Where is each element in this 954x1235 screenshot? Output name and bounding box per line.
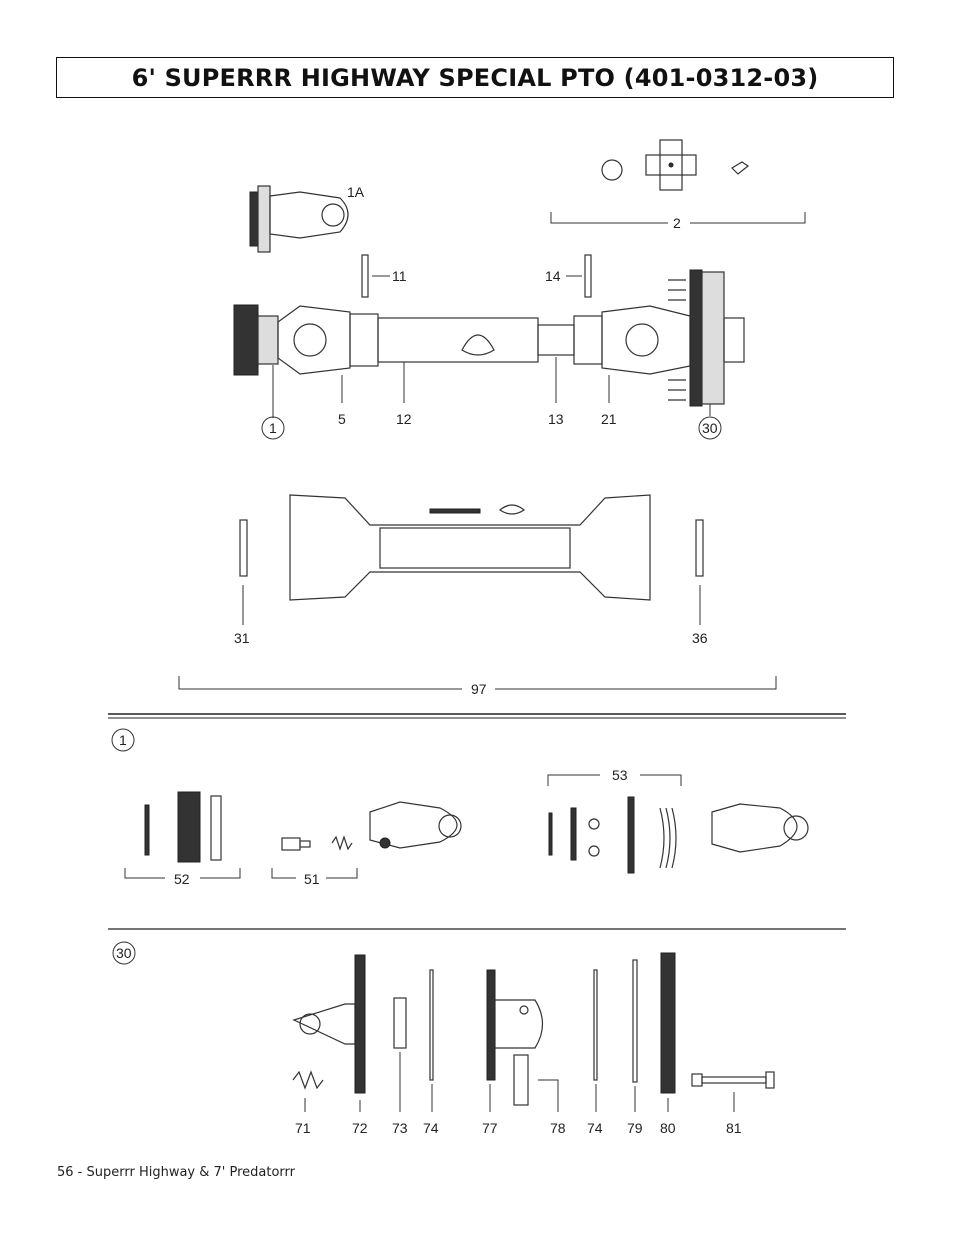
label-12: 12	[396, 411, 412, 427]
label-74a: 74	[423, 1120, 439, 1136]
label-72: 72	[352, 1120, 368, 1136]
section-30-parts	[292, 952, 775, 1106]
label-5: 5	[338, 411, 346, 427]
part-52-parts	[144, 791, 222, 863]
callout-circle-1	[261, 416, 285, 440]
callout-circle-30	[698, 416, 722, 440]
label-36: 36	[692, 630, 708, 646]
part-1a-yoke	[249, 185, 349, 253]
page-title-box: 6' SUPERRR HIGHWAY SPECIAL PTO (401-0312…	[56, 57, 894, 98]
label-21: 21	[601, 411, 617, 427]
label-79: 79	[627, 1120, 643, 1136]
label-77: 77	[482, 1120, 498, 1136]
part-97-guard	[239, 494, 704, 601]
label-71: 71	[295, 1120, 311, 1136]
main-pto-shaft	[233, 269, 745, 407]
page-footer: 56 - Superrr Highway & 7' Predatorrr	[57, 1165, 296, 1180]
label-78: 78	[550, 1120, 566, 1136]
section-1-circle	[111, 728, 135, 752]
label-13: 13	[548, 411, 564, 427]
label-52: 52	[174, 871, 190, 887]
label-30: 30	[702, 420, 718, 436]
label-11: 11	[392, 268, 407, 284]
label-1: 1	[269, 420, 277, 436]
part-14-pin	[584, 254, 592, 298]
section-30-label: 30	[116, 945, 132, 961]
part-11-pin	[361, 254, 369, 298]
part-51-pin-spring	[281, 801, 462, 851]
label-31: 31	[234, 630, 250, 646]
section-1-label: 1	[119, 732, 127, 748]
label-81: 81	[726, 1120, 742, 1136]
label-51: 51	[304, 871, 320, 887]
label-53: 53	[612, 767, 628, 783]
label-97: 97	[471, 681, 487, 697]
label-74b: 74	[587, 1120, 603, 1136]
label-80: 80	[660, 1120, 676, 1136]
label-73: 73	[392, 1120, 408, 1136]
part-53-kit	[548, 796, 809, 874]
label-14: 14	[545, 268, 561, 284]
label-2: 2	[673, 215, 681, 231]
section-30-circle	[112, 941, 136, 965]
part-2-cross-kit	[601, 139, 750, 191]
page-title: 6' SUPERRR HIGHWAY SPECIAL PTO (401-0312…	[131, 63, 819, 92]
label-1a: 1A	[347, 184, 365, 200]
